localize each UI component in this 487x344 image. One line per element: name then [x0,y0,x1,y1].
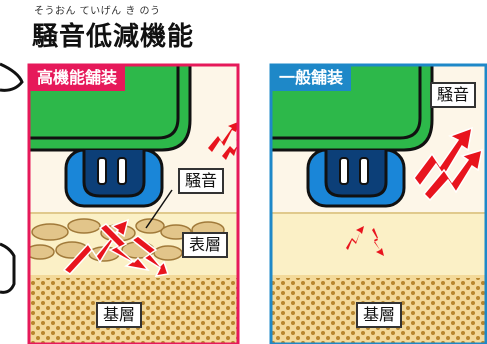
panel-header-normal: 一般舗装 [271,65,352,91]
label-base-left: 基層 [96,302,143,328]
page-title: 騒音低減機能 [32,22,195,52]
title-ruby: そうおん ていげん き のう [34,6,161,17]
left-edge-decoration [0,62,24,294]
noise-absorbed-arrows [62,218,169,277]
panel-header-high-performance: 高機能舗装 [29,65,126,91]
surface-layer-normal [270,213,487,275]
label-base-right: 基層 [356,302,403,328]
label-noise-right: 騒音 [430,82,477,108]
noise-small-arrows [208,122,239,160]
label-surface-left: 表層 [182,232,229,258]
label-noise-left: 騒音 [178,168,225,194]
noise-road-arrows [346,226,384,256]
noise-reflected-arrows [413,126,483,202]
